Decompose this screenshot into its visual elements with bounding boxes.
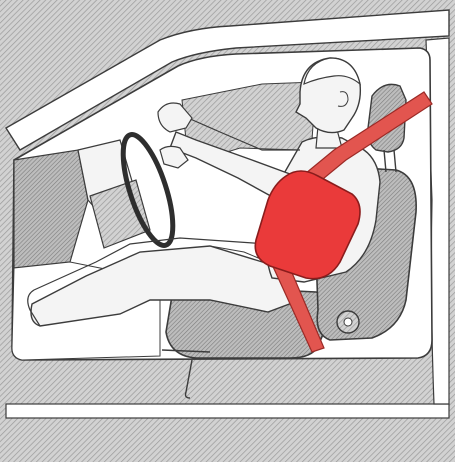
rocker-panel [6, 404, 449, 418]
